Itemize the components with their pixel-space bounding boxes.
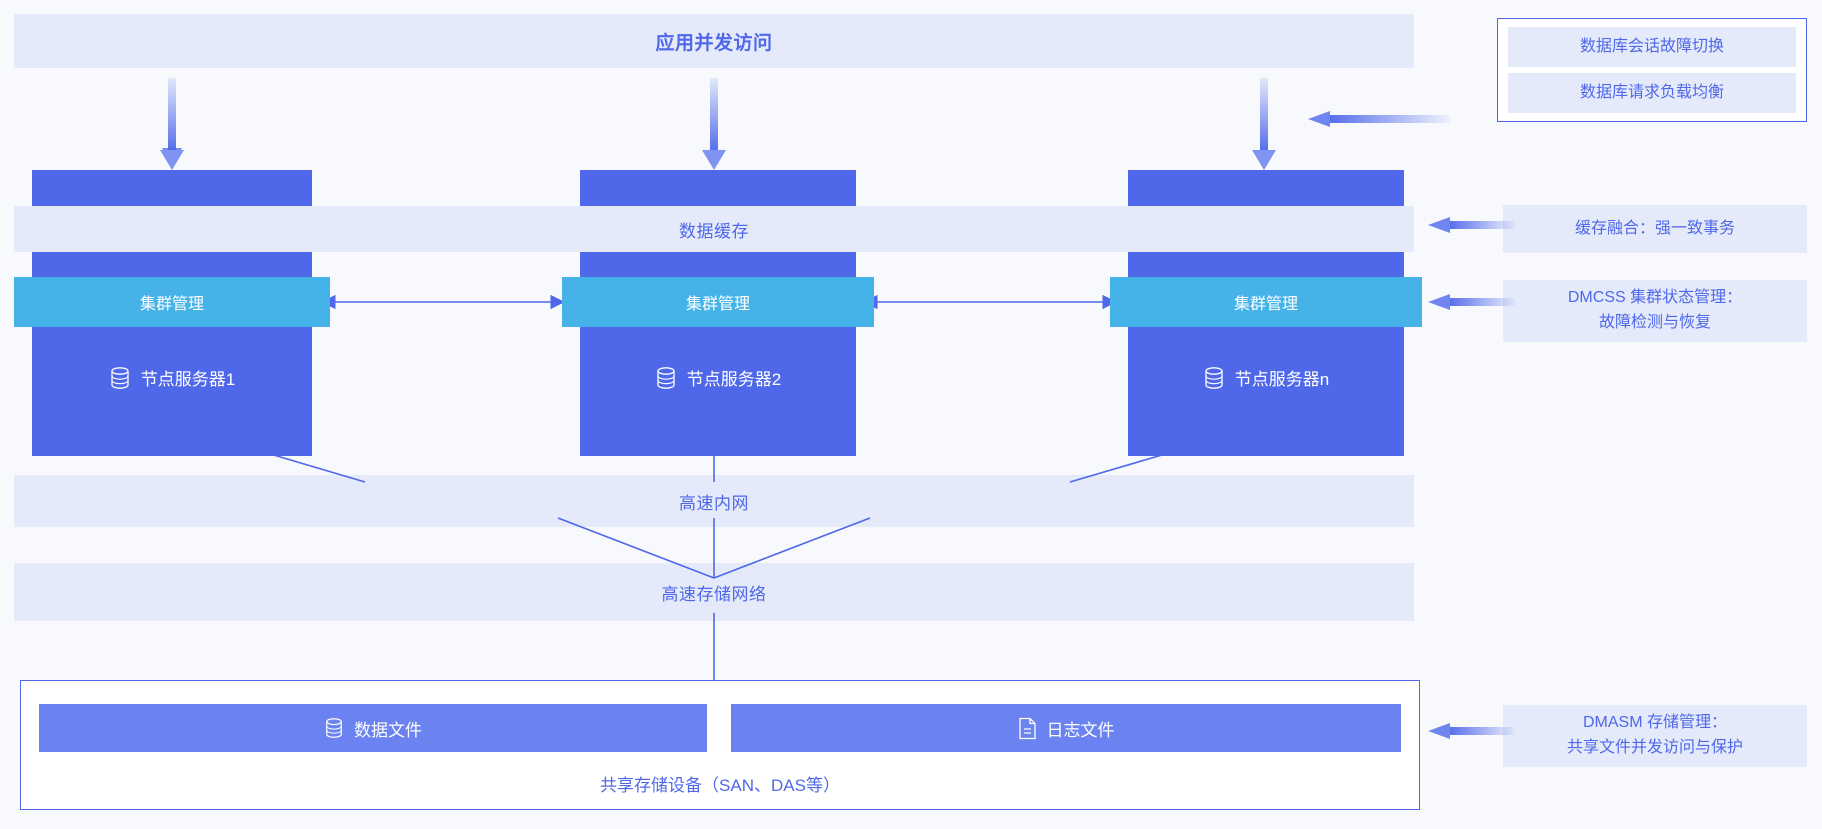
anno-request-loadbalance: 数据库请求负载均衡: [1508, 73, 1796, 113]
data-file-box: 数据文件: [39, 704, 707, 752]
node-1-server: 节点服务器1: [32, 330, 312, 425]
database-icon: [324, 717, 344, 739]
node-3-server-label: 节点服务器n: [1234, 370, 1330, 389]
node-2-server-label: 节点服务器2: [686, 370, 782, 389]
dmcss-anno-arrow: [1428, 294, 1515, 310]
node-2-server: 节点服务器2: [580, 330, 856, 425]
cluster-management-3: 集群管理: [1110, 277, 1422, 327]
log-file-label: 日志文件: [1046, 720, 1115, 740]
cache-anno-arrow: [1428, 217, 1515, 233]
node-1-top-block: [32, 170, 312, 206]
dmasm-anno-arrow: [1428, 723, 1515, 739]
log-file-box: 日志文件: [731, 704, 1401, 752]
node-2-top-block: [580, 170, 856, 206]
shared-storage-container: 数据文件 日志文件 共享存储设备（SAN、DAS等）: [20, 680, 1420, 810]
node-3-server: 节点服务器n: [1128, 330, 1404, 425]
anno-dmasm-line1: DMASM 存储管理：: [1582, 714, 1727, 732]
database-icon: [109, 366, 131, 390]
anno-dmcss-line2: 故障检测与恢复: [1598, 314, 1711, 331]
high-speed-storage-network-band: 高速存储网络: [14, 563, 1414, 621]
anno-dmcss-line1: DMCSS 集群状态管理：: [1567, 289, 1743, 307]
cluster-management-1: 集群管理: [14, 277, 330, 327]
node-3-top-block: [1128, 170, 1404, 206]
high-speed-intranet-band: 高速内网: [14, 475, 1414, 527]
anno-session-failover: 数据库会话故障切换: [1508, 27, 1796, 67]
cluster-management-2: 集群管理: [562, 277, 874, 327]
shared-storage-caption: 共享存储设备（SAN、DAS等）: [600, 776, 840, 795]
node-1-server-label: 节点服务器1: [140, 370, 236, 389]
loadbalance-arrow: [1308, 111, 1450, 127]
data-file-label: 数据文件: [354, 720, 422, 740]
anno-dmcss: DMCSS 集群状态管理： 故障检测与恢复: [1503, 280, 1807, 342]
anno-dmasm-line2: 共享文件并发访问与保护: [1566, 739, 1743, 756]
anno-cache-fusion: 缓存融合：强一致事务: [1503, 205, 1807, 253]
app-concurrent-access-band: 应用并发访问: [14, 14, 1414, 68]
database-icon: [1203, 366, 1225, 390]
top-annotation-group: 数据库会话故障切换 数据库请求负载均衡: [1497, 18, 1807, 122]
data-cache-band: 数据缓存: [14, 206, 1414, 252]
document-icon: [1018, 717, 1037, 740]
database-icon: [655, 366, 677, 390]
anno-dmasm: DMASM 存储管理： 共享文件并发访问与保护: [1503, 705, 1807, 767]
downflow-arrows: [160, 78, 1276, 170]
